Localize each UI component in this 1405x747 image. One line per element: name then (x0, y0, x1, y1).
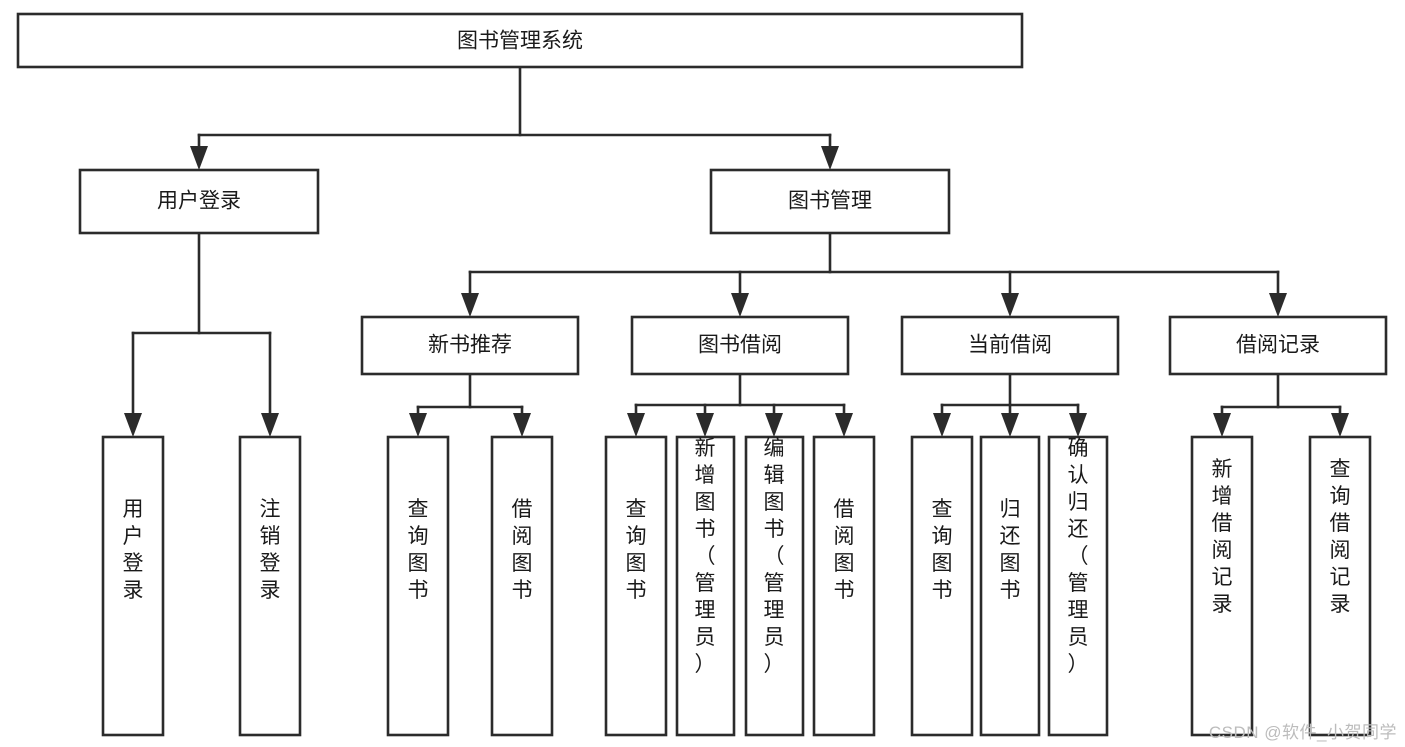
node-newbook-label: 新书推荐 (428, 334, 512, 357)
node-leaf1-label: 用户登录 (123, 498, 144, 602)
node-leaf13-box[interactable] (1308, 435, 1372, 737)
edge-root-to-level2 (190, 65, 839, 170)
arrow-head-leaf9 (933, 413, 951, 437)
arrow-head-current (1001, 293, 1019, 317)
node-records-box[interactable] (1168, 315, 1388, 376)
node-leaf2-box[interactable] (238, 435, 302, 737)
node-leaf12-box[interactable] (1190, 435, 1254, 737)
edge-bookmgmt-to-level3 (461, 231, 1287, 317)
node-newbook[interactable]: 新书推荐 (360, 315, 580, 376)
arrow-head-leaf7 (765, 413, 783, 437)
node-bookmgmt-label: 图书管理 (788, 190, 872, 213)
node-leaf8-box[interactable] (812, 435, 876, 737)
node-leaf3-label: 查询图书 (408, 498, 429, 602)
arrow-head-leaf4 (513, 413, 531, 437)
node-leaf9-box[interactable] (910, 435, 974, 737)
node-leaf13[interactable]: 查询借阅记录 (1308, 435, 1372, 737)
node-login-box[interactable] (78, 168, 320, 235)
arrow-head-leaf5 (627, 413, 645, 437)
node-records[interactable]: 借阅记录 (1168, 315, 1388, 376)
node-leaf4[interactable]: 借阅图书 (490, 435, 554, 737)
node-leaf5-box[interactable] (604, 435, 668, 737)
node-root-label: 图书管理系统 (457, 30, 583, 53)
node-root-box[interactable] (16, 12, 1024, 69)
node-leaf6[interactable]: 新增图书（管理员） (675, 435, 736, 737)
arrow-head-borrow (731, 293, 749, 317)
edge-borrow-to-leaves (627, 372, 853, 437)
node-leaf12[interactable]: 新增借阅记录 (1190, 435, 1254, 737)
arrow-head-leaf2 (261, 413, 279, 437)
arrow-head-leaf1 (124, 413, 142, 437)
node-bookmgmt-box[interactable] (709, 168, 951, 235)
node-leaf11-label: 确认归还（管理员） (1068, 437, 1089, 676)
node-leaf3[interactable]: 查询图书 (386, 435, 450, 737)
node-leaf4-box[interactable] (490, 435, 554, 737)
node-leaf9[interactable]: 查询图书 (910, 435, 974, 737)
node-leaf10[interactable]: 归还图书 (979, 435, 1041, 737)
node-leaf11-box[interactable] (1047, 435, 1109, 737)
node-current-box[interactable] (900, 315, 1120, 376)
node-login[interactable]: 用户登录 (78, 168, 320, 235)
node-leaf7-label: 编辑图书（管理员） (764, 437, 785, 676)
node-leaf5[interactable]: 查询图书 (604, 435, 668, 737)
node-leaf4-label: 借阅图书 (512, 498, 533, 602)
arrow-head-bookmgmt (821, 146, 839, 170)
arrow-head-leaf10 (1001, 413, 1019, 437)
node-leaf6-box[interactable] (675, 435, 736, 737)
arrow-head-leaf6 (696, 413, 714, 437)
arrow-head-newbook (461, 293, 479, 317)
node-leaf9-label: 查询图书 (932, 498, 953, 602)
node-leaf10-label: 归还图书 (1000, 498, 1021, 602)
node-records-label: 借阅记录 (1236, 334, 1320, 357)
node-leaf1[interactable]: 用户登录 (101, 435, 165, 737)
node-leaf8[interactable]: 借阅图书 (812, 435, 876, 737)
node-root[interactable]: 图书管理系统 (16, 12, 1024, 69)
edge-newbook-to-leaves (409, 372, 531, 437)
node-leaf5-label: 查询图书 (626, 498, 647, 602)
node-borrow-box[interactable] (630, 315, 850, 376)
node-login-label: 用户登录 (157, 190, 241, 213)
node-leaf12-label: 新增借阅记录 (1212, 458, 1233, 616)
node-bookmgmt[interactable]: 图书管理 (709, 168, 951, 235)
node-leaf6-label: 新增图书（管理员） (695, 437, 716, 676)
edge-current-to-leaves (933, 372, 1087, 437)
arrow-head-leaf3 (409, 413, 427, 437)
node-leaf7[interactable]: 编辑图书（管理员） (744, 435, 805, 737)
node-current[interactable]: 当前借阅 (900, 315, 1120, 376)
node-leaf10-box[interactable] (979, 435, 1041, 737)
arrow-head-records (1269, 293, 1287, 317)
node-leaf7-box[interactable] (744, 435, 805, 737)
arrow-head-leaf12 (1213, 413, 1231, 437)
arrow-head-leaf8 (835, 413, 853, 437)
node-leaf1-box[interactable] (101, 435, 165, 737)
node-leaf8-label: 借阅图书 (834, 498, 855, 602)
csdn-watermark: CSDN @软件_小贺同学 (1208, 723, 1397, 742)
node-leaf13-label: 查询借阅记录 (1330, 458, 1351, 616)
node-borrow[interactable]: 图书借阅 (630, 315, 850, 376)
edge-records-to-leaves (1213, 372, 1349, 437)
node-leaf3-box[interactable] (386, 435, 450, 737)
edge-login-to-leaves (124, 231, 279, 437)
arrow-head-login (190, 146, 208, 170)
node-newbook-box[interactable] (360, 315, 580, 376)
arrow-head-leaf13 (1331, 413, 1349, 437)
arrow-head-leaf11 (1069, 413, 1087, 437)
node-leaf2[interactable]: 注销登录 (238, 435, 302, 737)
node-leaf11[interactable]: 确认归还（管理员） (1047, 435, 1109, 737)
node-current-label: 当前借阅 (968, 334, 1052, 357)
node-leaf2-label: 注销登录 (260, 498, 281, 602)
node-borrow-label: 图书借阅 (698, 334, 782, 357)
